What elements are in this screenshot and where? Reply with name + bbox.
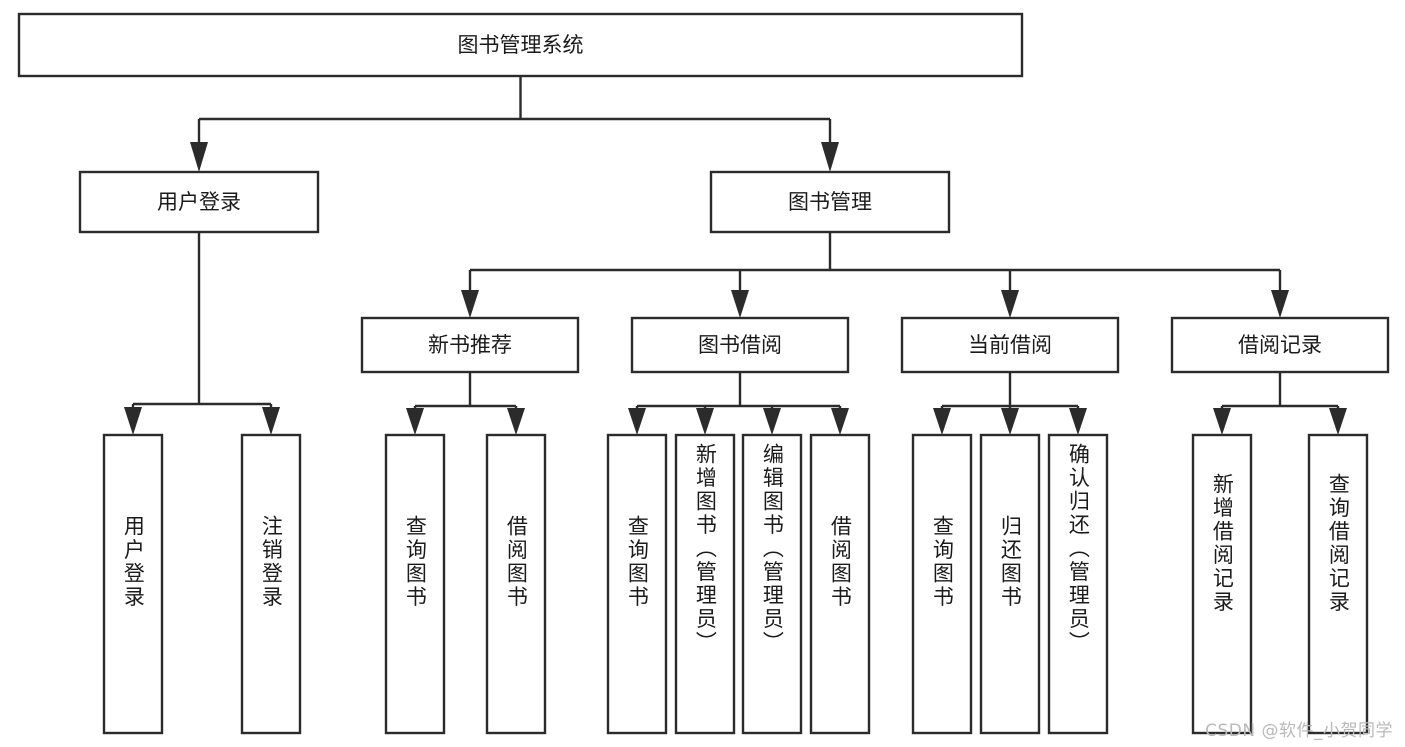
arrow-head-leaf-query-book-3 [933,408,951,435]
connector-group-new-book-recommend [406,372,525,435]
connector-group-root [190,76,839,172]
connector-group-user-login [124,232,280,435]
node-leaf-return-book-box[interactable] [979,433,1041,735]
node-leaf-query-book-1-box[interactable] [384,433,446,735]
node-leaf-query-record-box[interactable] [1307,433,1369,735]
arrow-head-leaf-add-book [696,408,714,435]
node-leaf-borrow-book-2-box[interactable] [809,433,871,735]
arrow-head-leaf-user-logout [262,407,280,435]
arrow-head-leaf-query-record [1329,408,1347,435]
node-user-login-box[interactable] [78,170,320,234]
node-current-borrow-box[interactable] [900,316,1120,374]
node-leaf-borrow-book-1-box[interactable] [485,433,547,735]
node-leaf-query-book-2-box[interactable] [606,433,668,735]
node-new-book-recommend[interactable]: 新书推荐 [360,316,580,374]
node-leaf-confirm-return-box[interactable] [1047,433,1109,735]
connector-group-borrow-record [1213,372,1347,435]
arrow-head-leaf-query-book-1 [406,408,424,435]
node-user-login-label: 用户登录 [157,190,241,214]
arrow-head-leaf-query-book-2 [628,408,646,435]
node-leaf-query-book-3-box[interactable] [911,433,973,735]
node-book-borrow-box[interactable] [630,316,850,374]
arrow-head-leaf-borrow-book-2 [831,408,849,435]
node-book-manage-label: 图书管理 [788,190,872,214]
node-book-manage[interactable]: 图书管理 [709,170,951,234]
node-borrow-record-box[interactable] [1170,316,1390,374]
connector-group-book-borrow [628,372,849,435]
connector-group-book-manage [461,232,1289,318]
node-leaf-user-logout-box[interactable] [240,433,302,735]
node-root-box[interactable] [17,12,1024,78]
arrow-head-leaf-confirm-return [1069,408,1087,435]
node-leaf-user-login-box[interactable] [102,433,164,735]
arrow-head-book-borrow [731,290,749,318]
arrow-head-new-book-recommend [461,290,479,318]
arrow-head-user-login [190,142,208,172]
node-borrow-record-label: 借阅记录 [1238,333,1322,357]
connector-group-current-borrow [933,372,1087,435]
leaf-boxes [102,433,1369,735]
node-new-book-recommend-box[interactable] [360,316,580,374]
node-current-borrow[interactable]: 当前借阅 [900,316,1120,374]
node-user-login[interactable]: 用户登录 [78,170,320,234]
arrow-head-leaf-return-book [1001,408,1019,435]
arrow-head-leaf-user-login [124,407,142,435]
arrow-head-leaf-borrow-book-1 [507,408,525,435]
node-leaf-add-record-box[interactable] [1191,433,1253,735]
node-book-borrow[interactable]: 图书借阅 [630,316,850,374]
arrow-head-borrow-record [1271,290,1289,318]
arrow-head-leaf-edit-book [763,408,781,435]
node-book-manage-box[interactable] [709,170,951,234]
arrow-head-book-manage [821,142,839,172]
node-borrow-record[interactable]: 借阅记录 [1170,316,1390,374]
node-new-book-recommend-label: 新书推荐 [428,333,512,357]
node-root[interactable]: 图书管理系统 [17,12,1024,78]
node-root-label: 图书管理系统 [458,33,584,57]
node-leaf-edit-book-box[interactable] [741,433,803,735]
arrow-head-current-borrow [1001,290,1019,318]
node-leaf-add-book-box[interactable] [674,433,736,735]
node-book-borrow-label: 图书借阅 [698,333,782,357]
arrow-head-leaf-add-record [1213,408,1231,435]
node-current-borrow-label: 当前借阅 [968,333,1052,357]
